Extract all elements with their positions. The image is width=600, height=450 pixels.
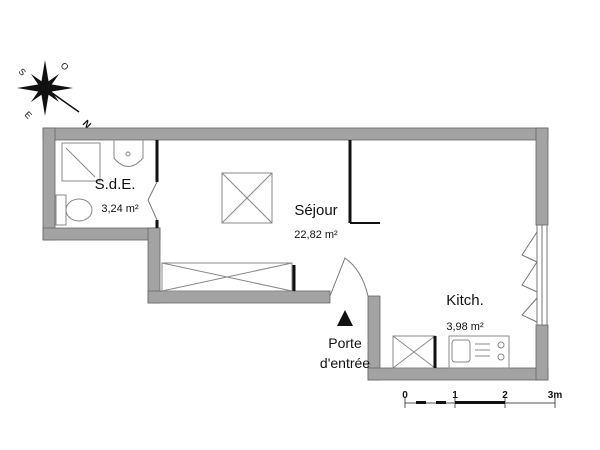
scale-label-2: 2 [502, 390, 508, 401]
entrance-arrow-icon [337, 310, 353, 326]
toilet-icon [55, 194, 67, 226]
room-name-sde: S.d.E. [95, 176, 136, 193]
skylight-icon [221, 172, 273, 224]
entrance-label-line1: Porte [328, 335, 362, 351]
entrance-label-line2: d'entrée [320, 355, 370, 371]
exterior-walls [42, 127, 549, 381]
compass-s: S [17, 66, 28, 77]
scale-bar: 0 1 2 3m [402, 390, 562, 408]
closet-icon [161, 262, 293, 292]
scale-label-1: 1 [452, 390, 458, 401]
doors [147, 181, 369, 297]
room-name-kitchen: Kitch. [446, 292, 484, 309]
fixtures [55, 140, 510, 369]
sink-icon [113, 140, 144, 167]
compass-rose-icon [17, 60, 80, 116]
scale-label-3: 3m [548, 390, 563, 401]
partitions [155, 140, 380, 291]
room-area-sejour: 22,82 m² [294, 229, 338, 241]
room-area-sde: 3,24 m² [101, 203, 139, 215]
compass-e: E [23, 109, 34, 120]
sink-stove-icon [448, 335, 510, 369]
room-name-sejour: Séjour [294, 202, 337, 219]
scale-label-0: 0 [402, 390, 408, 401]
room-area-kitchen: 3,98 m² [446, 321, 484, 333]
kitchen-window [521, 224, 548, 326]
compass-o: O [59, 60, 71, 72]
shower-icon [61, 142, 101, 182]
